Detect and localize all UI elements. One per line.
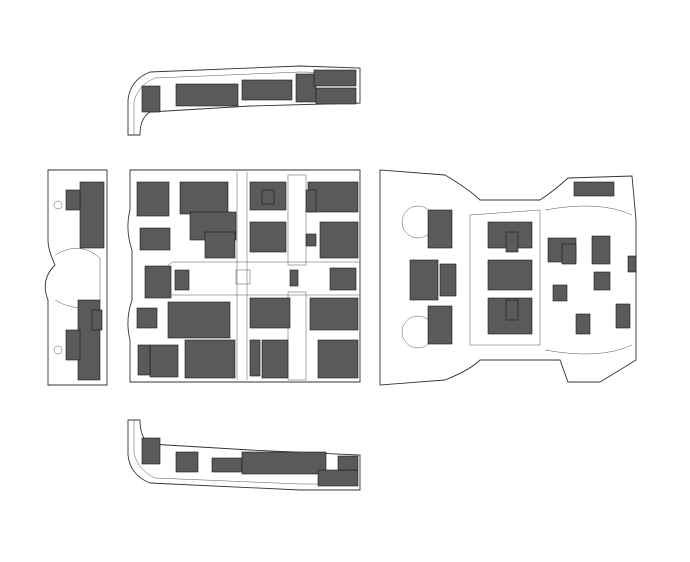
damping-patch <box>627 255 637 273</box>
damping-patch <box>505 299 519 321</box>
damping-patch <box>561 243 577 265</box>
center-floor-panel <box>127 169 361 383</box>
damping-patch <box>139 227 171 251</box>
damping-patch <box>309 297 359 331</box>
damping-patch <box>179 181 229 215</box>
damping-patch <box>174 269 190 291</box>
front-floor-section <box>44 169 108 386</box>
damping-patch <box>136 181 170 217</box>
damping-patch <box>591 235 611 265</box>
damping-patch <box>615 303 631 329</box>
damping-patch <box>313 69 357 87</box>
damping-patch <box>137 344 151 376</box>
damping-patch <box>144 265 172 299</box>
damping-patch <box>315 87 357 105</box>
damping-patch <box>552 284 568 302</box>
damping-patch <box>91 309 103 331</box>
damping-patch <box>329 267 357 291</box>
damping-patch <box>79 181 105 249</box>
damping-patches <box>65 69 637 487</box>
damping-patch <box>317 339 359 379</box>
damping-patch <box>307 181 359 213</box>
damping-patch <box>65 329 81 361</box>
damping-patch <box>241 451 327 475</box>
damping-patch <box>409 259 439 301</box>
lower-rocker-panel <box>127 419 361 491</box>
damping-patch <box>317 469 359 487</box>
damping-patch <box>305 189 317 213</box>
damping-patch <box>175 451 199 473</box>
damping-patch <box>573 181 615 197</box>
damping-patch <box>295 73 317 103</box>
damping-patch <box>249 297 291 329</box>
damping-patch <box>289 269 299 287</box>
damping-patch <box>505 231 519 253</box>
damping-patch <box>249 181 287 211</box>
damping-patch <box>175 83 239 107</box>
damping-patch <box>337 455 359 471</box>
damping-patch <box>184 339 236 379</box>
damping-patch <box>65 189 81 211</box>
damping-patch <box>136 307 158 329</box>
damping-patch <box>249 221 287 253</box>
damping-patch <box>249 339 261 377</box>
damping-patch <box>211 457 243 473</box>
damping-patch <box>593 271 611 291</box>
damping-patch <box>204 231 236 259</box>
damping-patch <box>141 85 161 113</box>
damping-patch <box>319 221 359 259</box>
damping-patch <box>439 263 457 297</box>
damping-patch <box>241 79 293 101</box>
damping-patch <box>261 339 289 379</box>
damping-patch <box>427 209 453 249</box>
rear-floor-panel <box>379 169 637 386</box>
damping-patch <box>141 437 161 465</box>
damping-patch <box>149 344 179 378</box>
damping-patch <box>427 305 453 345</box>
damping-patch <box>487 259 533 291</box>
damping-patch <box>305 233 317 247</box>
damping-patch <box>167 301 231 339</box>
damping-patch <box>261 189 275 205</box>
damping-patch <box>575 313 591 335</box>
